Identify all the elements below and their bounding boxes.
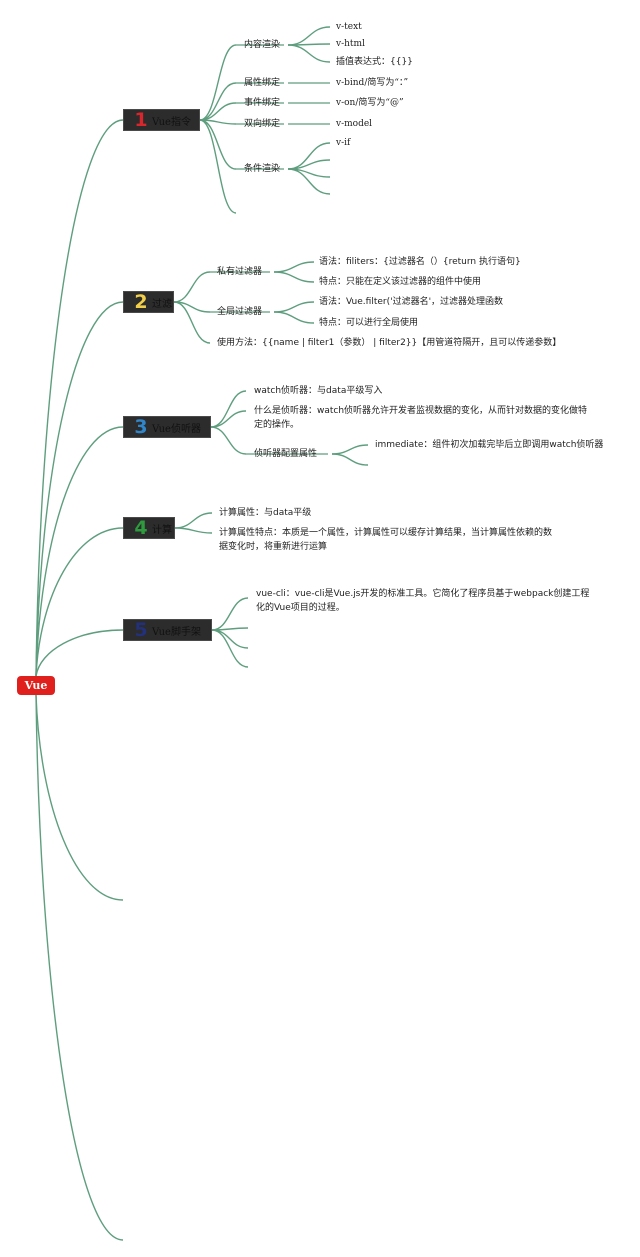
connector-line [210,410,247,428]
node-vue-cli[interactable]: vue-cli：vue-cli是Vue.js开发的标准工具。它简化了程序员基于w… [256,589,590,613]
node-global-filter[interactable]: 全局过滤器 [217,307,263,317]
node-attr-binding[interactable]: 属性绑定 [244,78,281,88]
leaf-private-filter-feature[interactable]: 特点：只能在定义该过滤器的组件中使用 [319,277,482,287]
leaf-v-text[interactable]: v-text [336,22,362,32]
connector-line [287,26,331,46]
connector-line [199,119,237,125]
connector-line [273,271,315,283]
connector-line [287,168,331,195]
branch-computed[interactable]: 4 计算 [123,517,175,539]
connector-line [210,390,247,428]
branch-watchers[interactable]: 3 Vue侦听器 [123,416,211,438]
connector-line [173,271,211,303]
node-filter-usage[interactable]: 使用方法：{{name | filter1（参数） | filter2}}【用管… [217,338,562,348]
root-link-2 [35,301,124,677]
node-computed-definition[interactable]: 计算属性：与data平级 [219,508,312,518]
leaf-global-filter-feature[interactable]: 特点：可以进行全局使用 [319,318,419,328]
branch-filters[interactable]: 2 过滤 [123,291,174,313]
node-watch-definition[interactable]: watch侦听器：与data平级写入 [254,386,383,396]
connector-line [211,629,249,649]
connector-line [331,444,369,455]
leaf-immediate[interactable]: immediate：组件初次加载完毕后立即调用watch侦听器 [375,440,604,450]
branch-vue-directives[interactable]: 1 Vue指令 [123,109,200,131]
number-badge-5: 5 [134,619,148,641]
connector-line [174,527,213,534]
leaf-private-filter-syntax[interactable]: 语法：filiters：{过滤器名（）{return 执行语句} [319,257,521,267]
node-what-is-watcher[interactable]: 什么是侦听器：watch侦听器允许开发者监视数据的变化，从而针对数据的变化做特定… [254,406,588,430]
node-content-render[interactable]: 内容渲染 [244,40,281,50]
connector-line [210,426,247,455]
branch1-link-content [199,44,237,121]
connector-line [211,597,249,631]
number-badge-2: 2 [134,291,148,313]
branch-label: Vue指令 [152,116,191,128]
root-link-4 [35,527,124,677]
root-link-6 [35,694,124,901]
node-two-way-binding[interactable]: 双向绑定 [244,119,281,129]
connector-line [273,311,315,324]
node-event-binding[interactable]: 事件绑定 [244,98,281,108]
root-link-7 [35,694,124,1241]
leaf-v-html[interactable]: v-html [336,39,365,49]
leaf-interpolation[interactable]: 插值表达式：{{}} [336,57,413,67]
leaf-v-if[interactable]: v-if [336,138,351,148]
leaf-v-bind[interactable]: v-bind/简写为“：” [336,78,409,88]
node-private-filter[interactable]: 私有过滤器 [217,267,263,277]
leaf-v-model[interactable]: v-model [336,119,373,129]
branch-label: 过滤 [152,298,172,310]
node-conditional-render[interactable]: 条件渲染 [244,164,281,174]
number-badge-4: 4 [134,517,148,539]
number-badge-1: 1 [134,109,148,131]
connector-line [173,301,211,344]
number-badge-3: 3 [134,416,148,438]
root-link-5 [35,629,124,677]
node-computed-feature[interactable]: 计算属性特点：本质是一个属性，计算属性可以缓存计算结果，当计算属性依赖的数据变化… [219,528,553,552]
branch-label: Vue脚手架 [152,626,201,638]
connector-line [211,629,249,668]
connector-line [287,44,331,63]
root-node-vue[interactable]: Vue [17,676,55,695]
root-link-1 [35,119,124,677]
leaf-global-filter-syntax[interactable]: 语法：Vue.filter('过滤器名'，过滤器处理函数 [319,297,504,307]
branch-label: 计算 [152,524,172,536]
connector-line [199,119,237,170]
connector-line [199,82,237,121]
connector-line [273,301,315,313]
connector-line [273,261,315,273]
connector-line [331,453,369,466]
leaf-v-on[interactable]: v-on/简写为“@” [336,98,404,108]
connector-line [174,512,213,529]
node-watcher-config[interactable]: 侦听器配置属性 [254,449,318,459]
branch-label: Vue侦听器 [152,423,201,435]
root-link-3 [35,426,124,677]
branch1-link-empty [199,119,237,214]
branch-vue-cli[interactable]: 5 Vue脚手架 [123,619,212,641]
